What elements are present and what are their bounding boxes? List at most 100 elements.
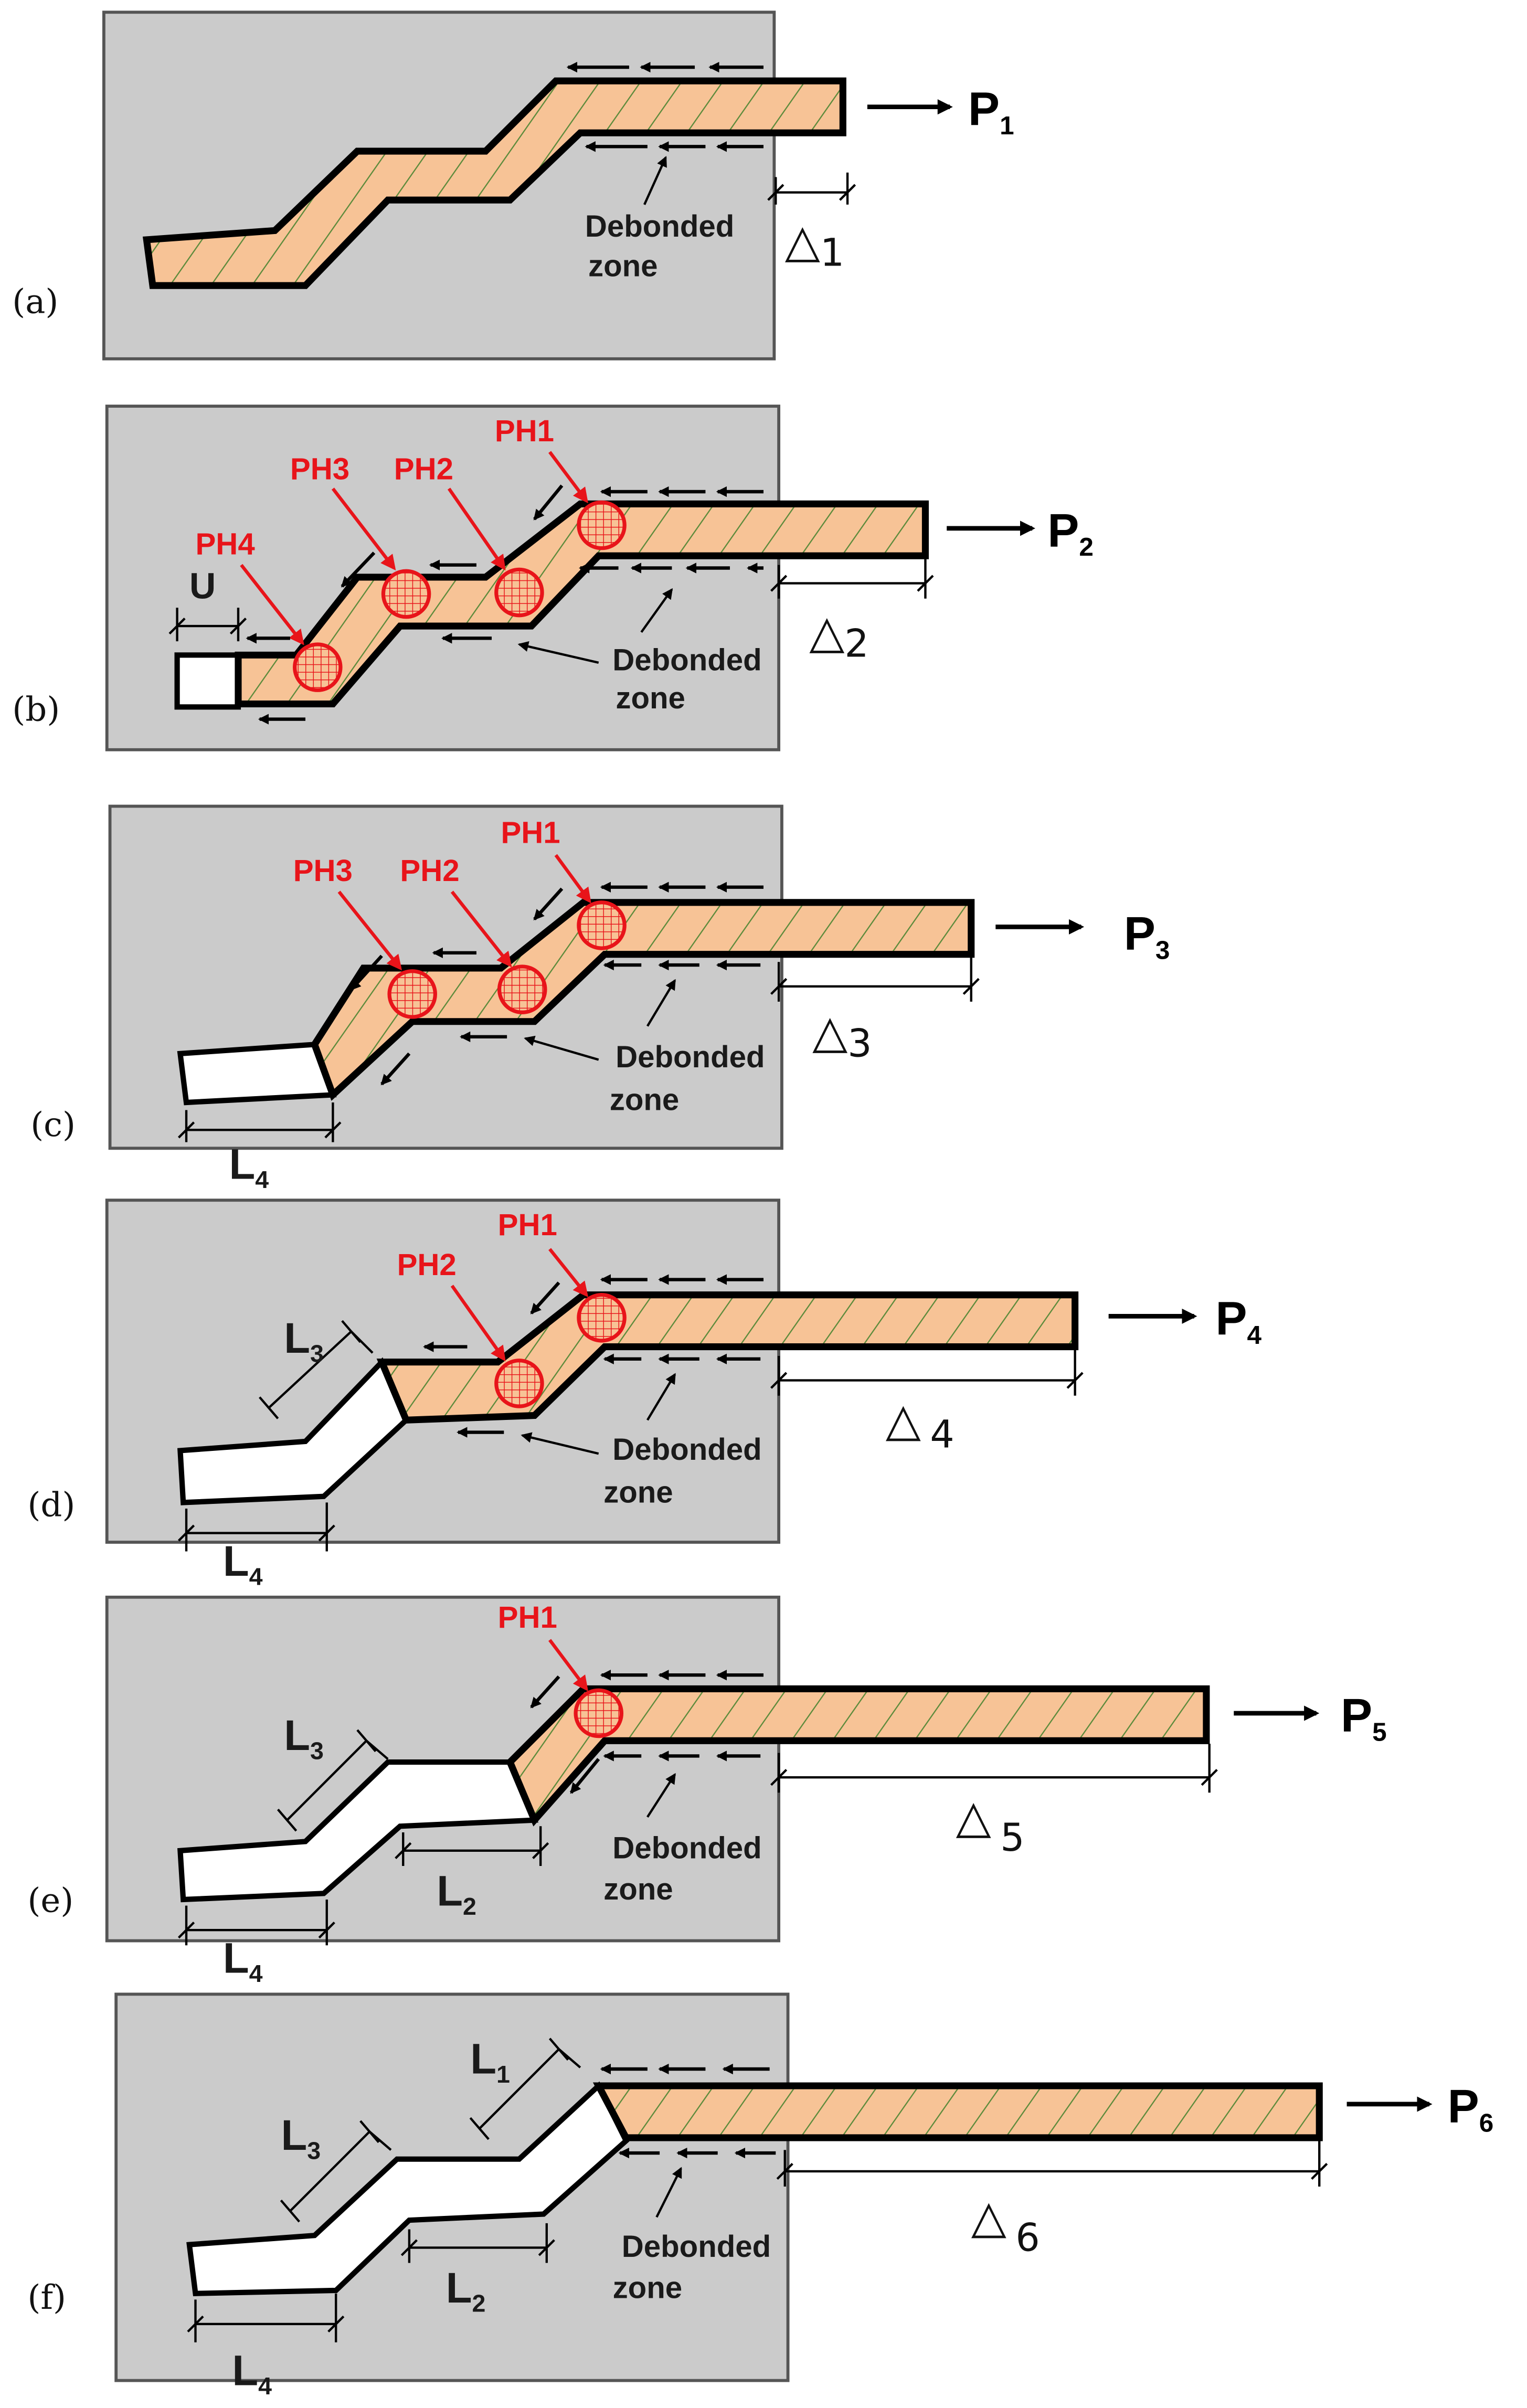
- plastic-hinges: [387, 900, 627, 1019]
- slip-delta5: △5: [956, 1790, 1025, 1860]
- L1-dimension: [469, 2038, 581, 2140]
- L3-dimension: [259, 1320, 374, 1419]
- zone-label: zone: [610, 1083, 680, 1117]
- label-PH2: PH2: [394, 452, 453, 486]
- panel-c: PH1 PH2 PH3 Debonded zone P3: [30, 804, 1170, 1193]
- hinge-PH2: [494, 1359, 544, 1408]
- debonded-pointer-2: [646, 1373, 676, 1421]
- label-PH3: PH3: [290, 452, 349, 486]
- frp-plate: [311, 899, 975, 1101]
- label-U: U: [189, 566, 216, 607]
- hinge-PH1: [577, 500, 627, 550]
- hinge-pointers: [450, 1248, 589, 1362]
- debonded-pointer: [524, 1035, 599, 1061]
- frp-plate: [592, 2082, 1323, 2141]
- hinge-PH1: [577, 900, 627, 950]
- debonded-label: Debonded: [612, 643, 761, 677]
- slip-dimension: [770, 1350, 1084, 1396]
- zone-label: zone: [588, 249, 658, 283]
- slip-dimension: [770, 1744, 1218, 1793]
- plastic-hinges: [574, 1688, 624, 1738]
- slip-delta3: △3: [812, 1005, 872, 1066]
- panel-f: Debonded zone P6 △6 L1 L3: [27, 1992, 1494, 2400]
- void-U: [174, 652, 241, 710]
- slip-dimension: [770, 957, 980, 1002]
- load-P3: P3: [1124, 907, 1170, 964]
- slip-dimension: [776, 2140, 1328, 2187]
- hinge-PH3: [381, 569, 431, 619]
- hinge-PH4: [293, 642, 343, 692]
- hinge-PH3: [387, 969, 437, 1019]
- label-PH3: PH3: [293, 854, 353, 888]
- label-L2: L2: [446, 2264, 486, 2317]
- slip-delta4: △4: [886, 1393, 955, 1457]
- label-L4: L4: [223, 1935, 263, 1987]
- zone-label: zone: [616, 681, 685, 715]
- slip-delta2: △2: [809, 605, 868, 666]
- debonded-label: Debonded: [585, 209, 734, 243]
- label-PH1: PH1: [495, 414, 554, 448]
- L4-dimension: [177, 1502, 335, 1552]
- zone-label: zone: [613, 2271, 683, 2305]
- slip-delta1: △1: [785, 214, 844, 275]
- label-L4: L4: [223, 1537, 263, 1590]
- load-P2: P2: [1047, 504, 1094, 561]
- load-P6: P6: [1448, 2080, 1494, 2137]
- panel-label-d: (d): [27, 1486, 75, 1525]
- debonded-pointer: [655, 2167, 682, 2218]
- label-PH2: PH2: [400, 854, 459, 888]
- L4-dimension: [177, 1102, 342, 1142]
- label-L2: L2: [437, 1868, 476, 1920]
- L2-dimension: [395, 1826, 549, 1866]
- U-dimension: [168, 608, 247, 642]
- shear-arrows: [600, 2063, 776, 2159]
- debonded-label: Debonded: [616, 1040, 765, 1074]
- frp-plate: [235, 500, 929, 708]
- panel-d: PH1 PH2 Debonded zone P4 △4: [27, 1198, 1262, 1590]
- void-L4: [177, 1042, 337, 1106]
- shear-arrows: [530, 1670, 764, 1794]
- panel-label-b: (b): [12, 690, 60, 729]
- L3-dimension: [277, 1729, 389, 1832]
- hinge-PH2: [497, 964, 547, 1014]
- label-PH4: PH4: [195, 527, 255, 561]
- hinge-pointers: [337, 854, 591, 971]
- panel-label-e: (e): [27, 1881, 73, 1920]
- hinge-PH1: [577, 1293, 627, 1343]
- label-L4: L4: [232, 2347, 272, 2399]
- hinge-pointers: [240, 451, 588, 645]
- label-PH1: PH1: [501, 815, 560, 850]
- panel-label-a: (a): [12, 283, 58, 322]
- load-P1: P1: [968, 83, 1014, 140]
- label-L4: L4: [229, 1140, 269, 1193]
- debonded-label: Debonded: [622, 2230, 771, 2264]
- frp-plate: [142, 77, 846, 289]
- hinge-pointers: [548, 1639, 588, 1692]
- L2-dimension: [400, 2223, 555, 2263]
- hinge-PH1: [574, 1688, 624, 1738]
- debonded-label: Debonded: [612, 1831, 761, 1865]
- label-PH2: PH2: [397, 1248, 457, 1282]
- L4-dimension: [187, 2293, 345, 2342]
- frp-plate: [376, 1291, 1079, 1424]
- zone-label: zone: [603, 1475, 673, 1509]
- plastic-hinges: [293, 500, 627, 692]
- label-PH1: PH1: [498, 1600, 557, 1635]
- debonded-pointer: [646, 1773, 676, 1818]
- label-L3: L3: [284, 1712, 324, 1764]
- shear-arrows: [423, 1274, 764, 1438]
- debonded-pointer-2: [646, 979, 676, 1027]
- shear-arrows: [246, 484, 764, 725]
- slip-delta6: △6: [971, 2190, 1040, 2260]
- debonded-label: Debonded: [612, 1433, 761, 1467]
- label-L3: L3: [284, 1314, 324, 1367]
- L3-dimension: [280, 2120, 392, 2223]
- panel-label-c: (c): [30, 1106, 76, 1144]
- slip-dimension: [770, 559, 934, 599]
- label-PH1: PH1: [498, 1208, 557, 1242]
- load-P5: P5: [1341, 1689, 1387, 1746]
- panel-e: PH1 Debonded zone P5 △5: [27, 1595, 1387, 1987]
- hinge-PH2: [494, 567, 544, 618]
- debonded-pointer: [521, 1432, 599, 1455]
